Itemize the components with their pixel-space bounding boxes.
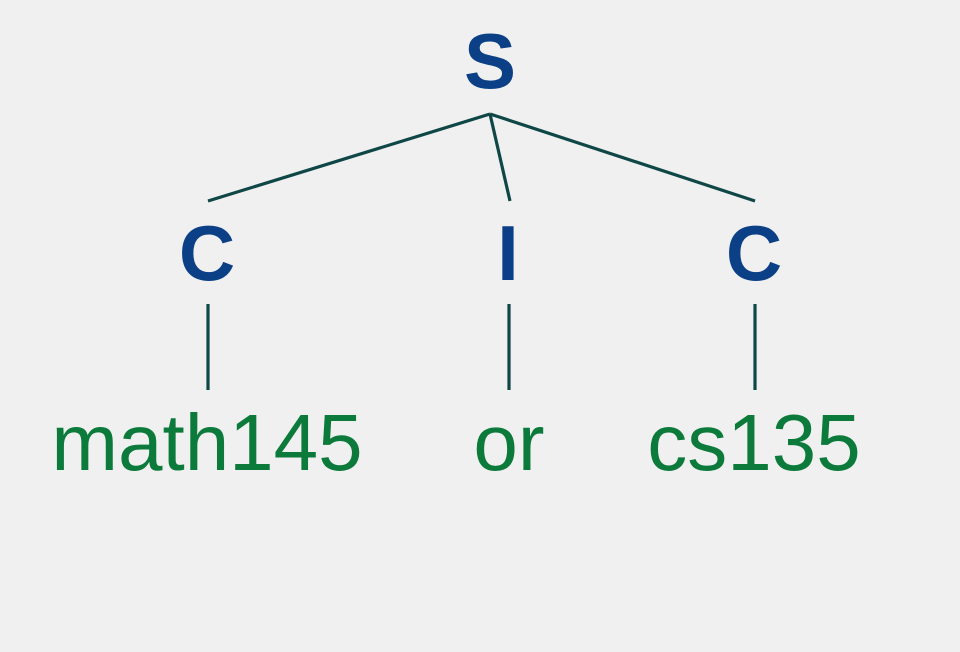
edge-root-to-c-left: [207, 112, 491, 203]
node-c-right: C: [726, 209, 782, 297]
edge-root-to-c-right: [489, 112, 756, 203]
edge-root-to-i: [488, 113, 512, 202]
leaf-or: or: [473, 398, 544, 487]
leaf-math145: math145: [51, 398, 362, 487]
leaf-cs135: cs135: [647, 398, 860, 487]
root-node-s: S: [464, 17, 516, 105]
node-i: I: [497, 209, 519, 297]
node-c-left: C: [179, 209, 235, 297]
